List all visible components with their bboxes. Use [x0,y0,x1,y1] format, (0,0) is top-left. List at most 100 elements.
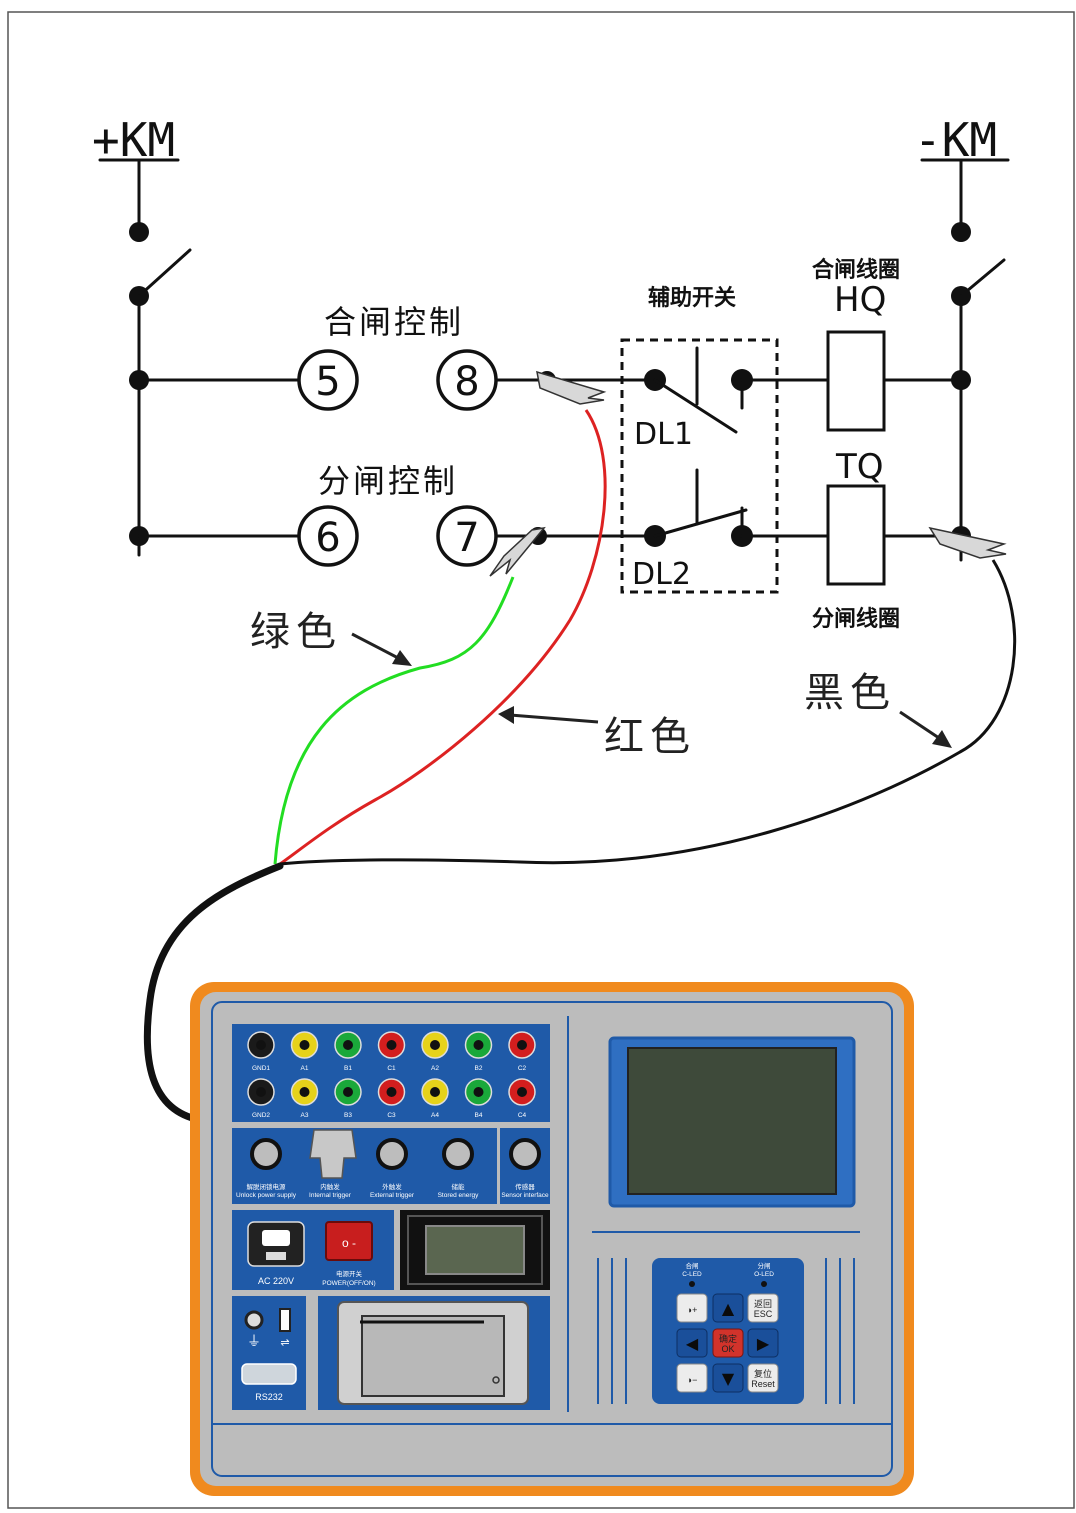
jack-socket [299,1087,310,1097]
terminal-7-label: 7 [454,515,479,561]
reset-button[interactable] [747,1363,779,1393]
jack-socket [386,1040,397,1050]
left-button[interactable] [676,1328,708,1358]
port-connector[interactable] [250,1138,282,1170]
trip-circuit: 6 7 [137,468,963,586]
jack-socket [517,1087,527,1097]
esc-button-cn: 返回 [754,1298,772,1309]
port-connector[interactable] [509,1138,541,1170]
red-arrow-head [498,706,514,724]
cable-plug [309,1129,357,1179]
meter-display [425,1225,525,1275]
port-label-cn: 储能 [452,1182,466,1191]
left-supply-branch [129,158,192,557]
down-arrow-icon: ▼ [722,1369,735,1388]
terminal-8-label: 8 [454,359,479,405]
port-connector[interactable] [442,1138,474,1170]
red-arrow-line [509,713,599,724]
esc-button[interactable] [747,1293,779,1323]
down-button[interactable] [712,1363,744,1393]
trip-led-en: O-LED [754,1271,774,1278]
port-label-cn: 外触发 [382,1182,402,1191]
contrast-down-icon: ◑− [687,1375,698,1385]
reset-button-cn: 复位 [754,1368,772,1379]
jack-label: B3 [344,1112,352,1119]
right-vents [825,1258,855,1404]
close-led-cn: 合闸 [686,1261,699,1270]
esc-button-en: ESC [754,1309,773,1319]
ok-button[interactable] [712,1328,744,1358]
left-vents [597,1258,627,1404]
trip-coil-label: 分闸线圈 [812,606,900,632]
jack-label: C1 [387,1065,396,1072]
terminal-5 [297,349,359,411]
black-wire-label: 黑色 [804,670,896,716]
red-wire-label: 红色 [604,714,696,760]
lcd-screen [627,1047,837,1195]
jack-socket [473,1087,484,1097]
jack-label: A4 [431,1112,439,1119]
dl2-contact [653,508,748,538]
red-wire [279,409,607,866]
black-arrow-line [899,710,943,742]
close-led [689,1281,695,1287]
jack-label: GND2 [252,1112,270,1119]
rs232-label: RS232 [255,1392,283,1402]
right-arrow-icon: ▶ [757,1334,770,1353]
jack-socket [256,1040,266,1050]
right-button[interactable] [747,1328,779,1358]
black-clip [928,526,1007,559]
port-label-cn: 解脱闭锁电源 [247,1182,287,1191]
left-main-switch [137,248,192,298]
port-label-en: Sensor interface [501,1192,549,1199]
port-label-en: External trigger [370,1192,415,1199]
trip-led-cn: 分闸 [758,1261,771,1270]
ok-button-en: OK [721,1344,734,1354]
jack-socket [256,1087,266,1097]
ground-icon: ⏚ [247,1334,261,1350]
ac-voltage-label: AC 220V [258,1276,294,1286]
jack-socket [299,1040,310,1050]
jack-label: B4 [475,1112,483,1119]
port-label-en: Unlock power supply [236,1192,297,1199]
port-label-en: Stored energy [438,1192,480,1199]
usb-icon: ⇌ [280,1336,289,1349]
terminal-6 [297,505,359,567]
dl2-label: DL2 [632,557,691,592]
rs232-port[interactable] [241,1363,297,1385]
jack-socket [430,1040,440,1050]
usb-port[interactable] [279,1308,291,1332]
up-button[interactable] [712,1293,744,1323]
reset-button-en: Reset [751,1379,775,1389]
contrast-up-button[interactable] [676,1293,708,1323]
trip-control-label: 分闸控制 [318,462,458,500]
port-label-en: Internal trigger [309,1192,352,1199]
close-coil-hq [826,330,886,432]
port-label-cn: 传感器 [515,1182,535,1191]
tq-label: TQ [835,447,884,487]
jack-label: B2 [475,1065,483,1072]
trip-led [761,1281,767,1287]
jack-label: C3 [387,1112,396,1119]
power-switch[interactable] [325,1221,373,1261]
black-arrow-head [932,730,952,748]
jack-label: B1 [344,1065,352,1072]
port-connector[interactable] [376,1138,408,1170]
hq-label: HQ [834,280,886,320]
red-clip [536,370,607,405]
jack-socket [517,1040,527,1050]
terminal-6-label: 6 [315,515,340,561]
contrast-down-button[interactable] [676,1363,708,1393]
ground-terminal[interactable] [244,1310,264,1330]
up-arrow-icon: ▲ [722,1299,735,1318]
jack-label: GND1 [252,1065,270,1072]
jack-label: A3 [301,1112,309,1119]
port-label-cn: 内触发 [320,1182,340,1191]
jack-label: A1 [301,1065,309,1072]
contrast-up-icon: ◑+ [687,1305,698,1315]
jack-socket [343,1040,353,1050]
jack-label: A2 [431,1065,439,1072]
jack-socket [473,1040,484,1050]
jack-label: C4 [518,1112,527,1119]
